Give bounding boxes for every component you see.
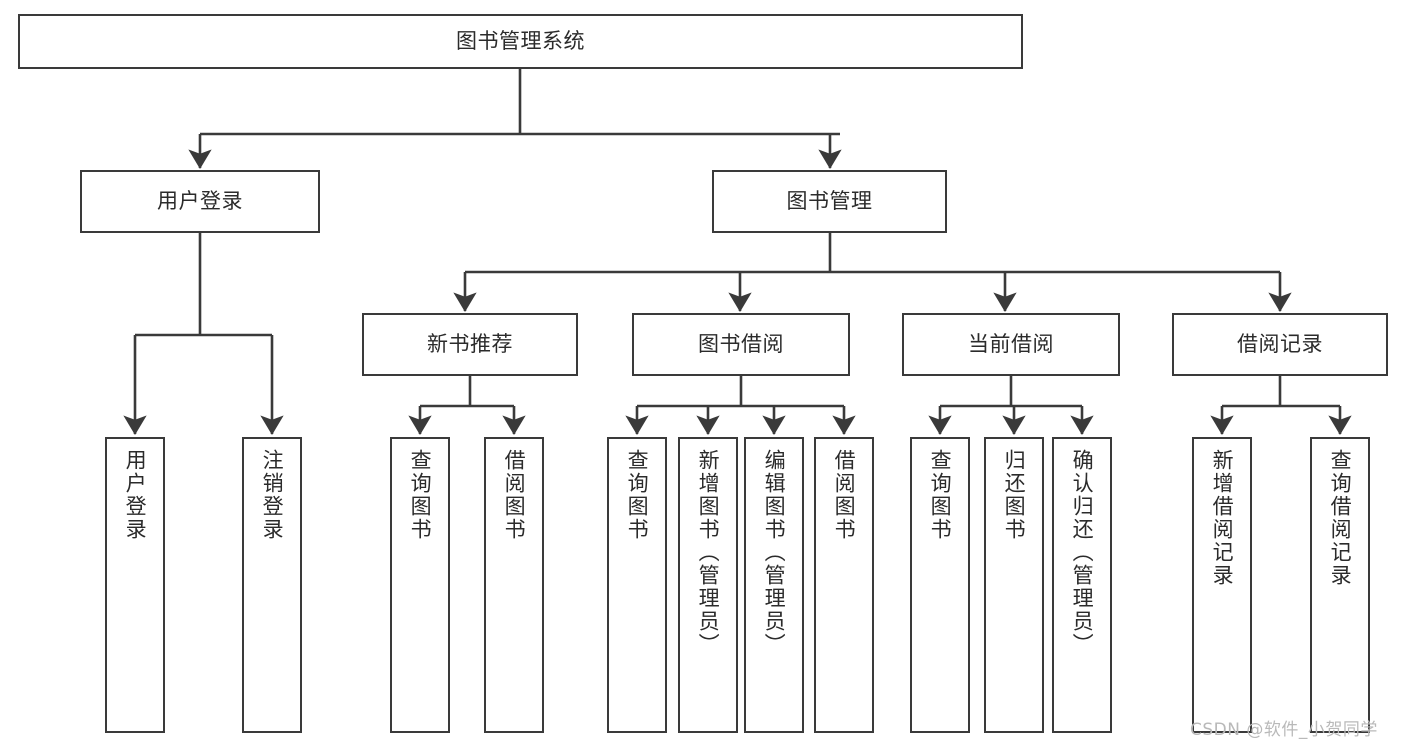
- node-root[interactable]: 图书管理系统: [18, 14, 1023, 69]
- node-leaf-borrow-book-1-label: 借阅图书: [502, 449, 527, 541]
- node-leaf-confirm-return-admin[interactable]: 确认归还（管理员）: [1052, 437, 1112, 733]
- node-leaf-borrow-book-1[interactable]: 借阅图书: [484, 437, 544, 733]
- node-leaf-user-logout-label: 注销登录: [260, 449, 285, 541]
- node-root-label: 图书管理系统: [456, 28, 585, 53]
- node-borrow-record-label: 借阅记录: [1237, 331, 1323, 356]
- node-leaf-query-book-2[interactable]: 查询图书: [607, 437, 667, 733]
- node-leaf-add-borrow-record-label: 新增借阅记录: [1210, 449, 1235, 587]
- node-leaf-user-logout[interactable]: 注销登录: [242, 437, 302, 733]
- node-book-manage[interactable]: 图书管理: [712, 170, 947, 233]
- node-leaf-query-borrow-record-label: 查询借阅记录: [1328, 449, 1353, 587]
- node-user-login-label: 用户登录: [157, 188, 243, 213]
- node-book-manage-label: 图书管理: [786, 188, 873, 213]
- node-book-borrow-label: 图书借阅: [698, 331, 784, 356]
- node-current-borrow[interactable]: 当前借阅: [902, 313, 1120, 376]
- node-borrow-record[interactable]: 借阅记录: [1172, 313, 1388, 376]
- node-leaf-query-book-3[interactable]: 查询图书: [910, 437, 970, 733]
- node-leaf-query-book-1-label: 查询图书: [408, 449, 433, 541]
- node-leaf-user-login-label: 用户登录: [123, 449, 148, 541]
- node-leaf-return-book-label: 归还图书: [1002, 449, 1027, 541]
- csdn-watermark: CSDN @软件_小贺同学: [1190, 720, 1378, 740]
- node-leaf-query-borrow-record[interactable]: 查询借阅记录: [1310, 437, 1370, 733]
- node-leaf-edit-book-admin[interactable]: 编辑图书（管理员）: [744, 437, 804, 733]
- node-book-borrow[interactable]: 图书借阅: [632, 313, 850, 376]
- node-leaf-add-book-admin-label: 新增图书（管理员）: [696, 449, 721, 656]
- node-leaf-return-book[interactable]: 归还图书: [984, 437, 1044, 733]
- node-user-login[interactable]: 用户登录: [80, 170, 320, 233]
- node-leaf-edit-book-admin-label: 编辑图书（管理员）: [762, 449, 787, 656]
- node-leaf-confirm-return-admin-label: 确认归还（管理员）: [1070, 449, 1095, 656]
- node-leaf-query-book-2-label: 查询图书: [625, 449, 650, 541]
- node-current-borrow-label: 当前借阅: [968, 331, 1054, 356]
- node-new-book-recommend[interactable]: 新书推荐: [362, 313, 578, 376]
- node-leaf-query-book-3-label: 查询图书: [928, 449, 953, 541]
- node-leaf-borrow-book-2-label: 借阅图书: [832, 449, 857, 541]
- node-leaf-add-book-admin[interactable]: 新增图书（管理员）: [678, 437, 738, 733]
- node-leaf-borrow-book-2[interactable]: 借阅图书: [814, 437, 874, 733]
- node-leaf-query-book-1[interactable]: 查询图书: [390, 437, 450, 733]
- node-new-book-recommend-label: 新书推荐: [427, 331, 513, 356]
- node-leaf-user-login[interactable]: 用户登录: [105, 437, 165, 733]
- node-leaf-add-borrow-record[interactable]: 新增借阅记录: [1192, 437, 1252, 733]
